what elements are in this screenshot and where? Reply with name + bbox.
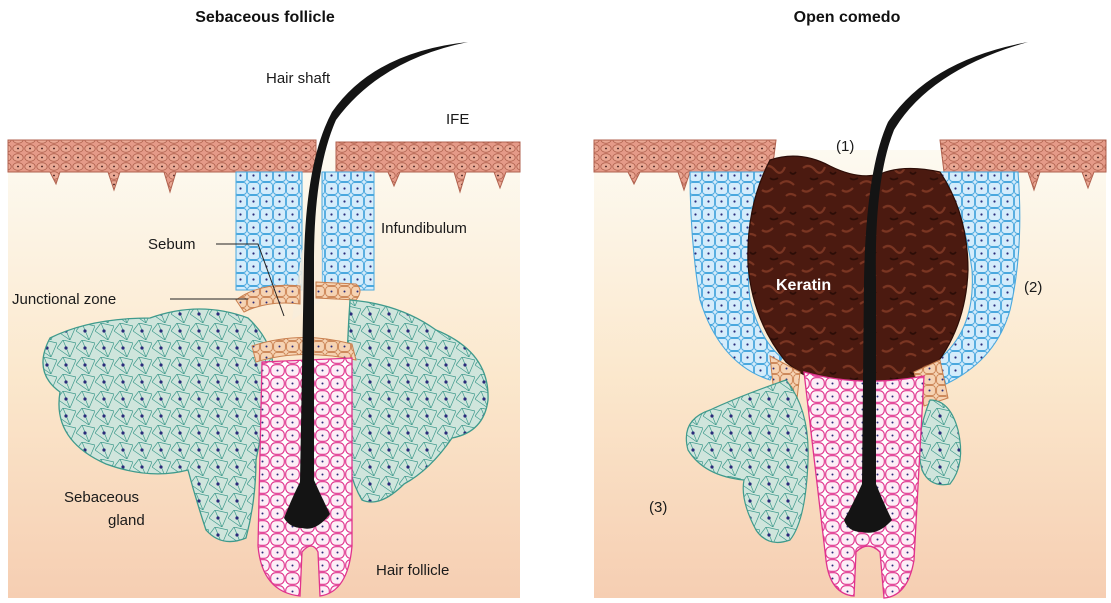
label-infundibulum: Infundibulum <box>381 220 467 237</box>
label-hair-shaft: Hair shaft <box>266 70 331 87</box>
sebaceous-follicle-panel: Sebaceous follicle Hair shaft IFE Infund… <box>8 9 520 598</box>
label-ife: IFE <box>446 111 469 128</box>
label-gland: gland <box>108 512 145 529</box>
infundibulum-left-wall <box>236 172 302 290</box>
marker-3: (3) <box>649 499 667 516</box>
label-hair-follicle: Hair follicle <box>376 562 449 579</box>
label-sebaceous: Sebaceous <box>64 489 139 506</box>
label-sebum: Sebum <box>148 236 196 253</box>
label-junctional-zone: Junctional zone <box>12 291 116 308</box>
label-keratin: Keratin <box>776 277 831 294</box>
open-comedo-panel: Open comedo (1) (2) (3) Keratin <box>594 9 1106 598</box>
marker-2: (2) <box>1024 279 1042 296</box>
panel-title-right: Open comedo <box>794 9 901 26</box>
panel-title-left: Sebaceous follicle <box>195 9 335 26</box>
infundibulum-right-wall <box>322 172 374 290</box>
junctional-zone-right <box>316 282 360 300</box>
marker-1: (1) <box>836 138 854 155</box>
